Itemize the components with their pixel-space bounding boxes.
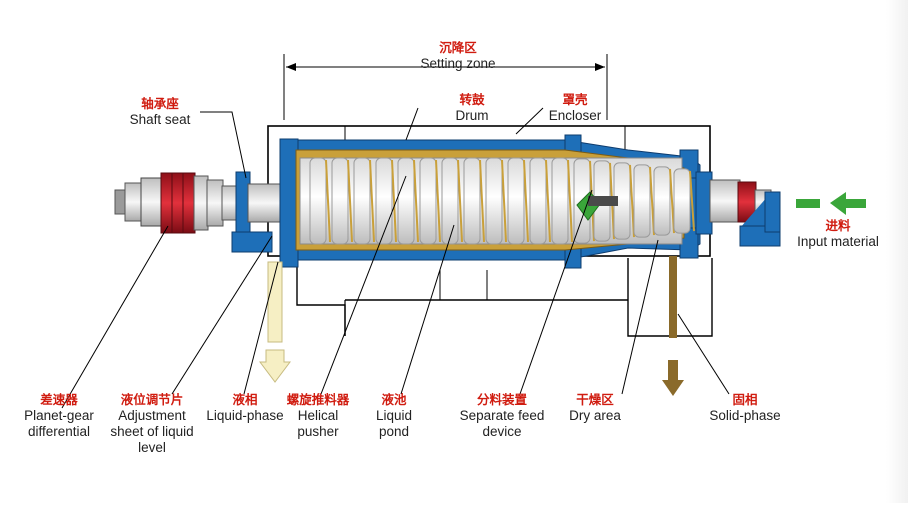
coil-segment <box>331 157 349 245</box>
right-edge-fade <box>886 0 908 503</box>
coil-segment <box>507 157 525 245</box>
coil-flight <box>689 170 695 232</box>
planet-gear-cn: 差速器 <box>40 393 78 407</box>
coil-segment <box>463 157 481 245</box>
solid-phase-cn: 固相 <box>732 393 758 407</box>
coil-flight <box>457 159 463 243</box>
liquid-phase-cn: 液相 <box>232 393 258 407</box>
coil-flight <box>369 159 375 243</box>
setting-zone-label: 沉降区 Setting zone <box>403 40 513 72</box>
input-material-cn: 进料 <box>825 219 851 233</box>
input-material-label: 进料 Input material <box>790 218 886 250</box>
coil-flight <box>413 159 419 243</box>
coil-flight <box>479 159 485 243</box>
coil-segment <box>397 157 415 245</box>
coil-flight <box>325 159 331 243</box>
helical-pusher-coils <box>309 157 695 245</box>
coil-flight <box>501 159 507 243</box>
setting-zone-cn: 沉降区 <box>439 41 477 55</box>
coil-segment <box>485 157 503 245</box>
shaft-seat-en: Shaft seat <box>129 112 191 127</box>
solid-phase-en: Solid-phase <box>709 408 781 423</box>
solid-phase-outlet <box>662 256 684 396</box>
coil-flight <box>545 159 551 243</box>
separate-feed-label: 分料装置 Separate feed device <box>452 392 552 440</box>
dry-area-cn: 干燥区 <box>576 393 614 407</box>
encloser-label: 罩壳 Encloser <box>540 92 610 124</box>
leader-lines <box>61 107 730 409</box>
liquid-pond-label: 液池 Liquid pond <box>366 392 422 440</box>
coil-flight <box>649 166 655 236</box>
liquid-phase-outlet <box>259 261 291 383</box>
right-bearing-assembly <box>695 171 781 247</box>
adjustment-label: 液位调节片 Adjustment sheet of liquid level <box>100 392 204 456</box>
coil-flight <box>435 159 441 243</box>
encloser-en: Encloser <box>548 108 602 123</box>
coil-flight <box>669 168 675 234</box>
coil-segment <box>419 157 437 245</box>
coil-segment <box>551 157 569 245</box>
separate-feed-device-graphic <box>576 191 618 221</box>
drum-en: Drum <box>455 108 489 123</box>
liquid-pond-cn: 液池 <box>381 393 407 407</box>
coil-flight <box>629 164 635 238</box>
coil-flight <box>347 159 353 243</box>
encloser-cn: 罩壳 <box>562 93 588 107</box>
coil-segment <box>353 157 371 245</box>
dry-area-label: 干燥区 Dry area <box>562 392 628 424</box>
shaft-seat-cn: 轴承座 <box>141 97 179 111</box>
coil-flight <box>567 159 573 243</box>
coil-segment <box>441 157 459 245</box>
helical-pusher-cn: 螺旋推料器 <box>286 393 350 407</box>
setting-zone-dimension <box>283 54 608 120</box>
coil-segment <box>309 157 327 245</box>
drum-cn: 转鼓 <box>459 93 485 107</box>
coil-segment <box>529 157 547 245</box>
setting-zone-en: Setting zone <box>420 56 496 71</box>
liquid-phase-en: Liquid-phase <box>206 408 284 423</box>
coil-flight <box>391 159 397 243</box>
adjustment-cn: 液位调节片 <box>120 393 184 407</box>
coil-flight <box>523 159 529 243</box>
liquid-phase-label: 液相 Liquid-phase <box>200 392 290 424</box>
planet-gear-label: 差速器 Planet-gear differential <box>14 392 104 440</box>
dry-area-en: Dry area <box>569 408 621 423</box>
coil-segment <box>673 168 691 234</box>
helical-pusher-label: 螺旋推料器 Helical pusher <box>280 392 356 440</box>
input-material-en: Input material <box>797 234 879 249</box>
coil-segment <box>633 164 651 238</box>
drum-label: 转鼓 Drum <box>442 92 502 124</box>
solid-phase-label: 固相 Solid-phase <box>700 392 790 424</box>
planet-gear-differential-assembly <box>114 171 285 253</box>
coil-segment <box>653 166 671 236</box>
separate-feed-cn: 分料装置 <box>476 393 527 407</box>
shaft-seat-label: 轴承座 Shaft seat <box>120 96 200 128</box>
input-arrow <box>796 192 866 215</box>
